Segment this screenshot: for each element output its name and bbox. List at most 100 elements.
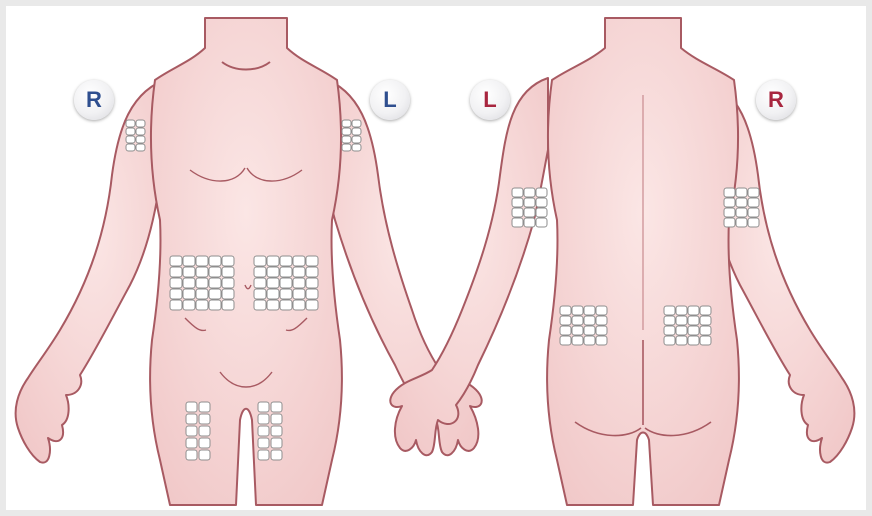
injection-site-cell (170, 300, 182, 310)
back-left-side-label: L (483, 87, 496, 113)
front-right-arm (16, 78, 170, 463)
injection-site-cell (676, 306, 687, 315)
front-abdomen-right-site (170, 256, 234, 310)
injection-site-cell (196, 278, 208, 288)
injection-site-cell (724, 218, 735, 227)
injection-site-cell (222, 300, 234, 310)
injection-site-cell (267, 278, 279, 288)
injection-site-cell (352, 144, 361, 151)
injection-site-cell (560, 336, 571, 345)
injection-site-cell (183, 289, 195, 299)
injection-site-cell (596, 306, 607, 315)
injection-site-cell (724, 208, 735, 217)
injection-site-cell (524, 198, 535, 207)
injection-site-cell (271, 426, 282, 436)
injection-site-cell (736, 208, 747, 217)
injection-site-cell (258, 426, 269, 436)
injection-site-cell (306, 278, 318, 288)
injection-site-cell (199, 426, 210, 436)
injection-site-cell (512, 218, 523, 227)
injection-site-cell (222, 289, 234, 299)
injection-site-cell (186, 450, 197, 460)
injection-site-cell (664, 316, 675, 325)
injection-site-cell (700, 336, 711, 345)
injection-site-cell (170, 267, 182, 277)
injection-site-cell (664, 336, 675, 345)
injection-site-cell (700, 306, 711, 315)
injection-site-cell (183, 278, 195, 288)
injection-site-cell (258, 414, 269, 424)
injection-site-cell (280, 278, 292, 288)
injection-site-cell (271, 438, 282, 448)
injection-site-cell (584, 336, 595, 345)
injection-site-cell (536, 198, 547, 207)
injection-site-cell (271, 402, 282, 412)
injection-site-cell (306, 289, 318, 299)
injection-site-cell (280, 300, 292, 310)
injection-site-cell (512, 198, 523, 207)
injection-site-cell (584, 306, 595, 315)
front-right-side-badge: R (74, 80, 114, 120)
injection-site-cell (688, 326, 699, 335)
injection-site-cell (170, 289, 182, 299)
injection-site-cell (560, 316, 571, 325)
injection-site-cell (126, 120, 135, 127)
injection-site-cell (676, 336, 687, 345)
injection-site-cell (209, 256, 221, 266)
injection-site-cell (136, 120, 145, 127)
injection-site-cell (293, 267, 305, 277)
front-right-side-label: R (86, 87, 102, 113)
injection-site-cell (271, 414, 282, 424)
injection-site-cell (209, 300, 221, 310)
injection-site-cell (536, 208, 547, 217)
injection-site-cell (280, 256, 292, 266)
injection-site-cell (293, 256, 305, 266)
injection-site-cell (170, 256, 182, 266)
injection-site-cell (524, 208, 535, 217)
injection-site-cell (196, 267, 208, 277)
injection-site-cell (293, 289, 305, 299)
injection-site-cell (280, 267, 292, 277)
front-left-side-badge: L (370, 80, 410, 120)
injection-site-cell (512, 188, 523, 197)
injection-site-cell (222, 267, 234, 277)
injection-site-cell (688, 306, 699, 315)
injection-site-cell (342, 144, 351, 151)
injection-site-cell (186, 438, 197, 448)
injection-site-cell (126, 136, 135, 143)
injection-site-cell (183, 256, 195, 266)
injection-site-cell (748, 188, 759, 197)
injection-site-cell (136, 128, 145, 135)
injection-site-cell (267, 267, 279, 277)
injection-site-cell (736, 218, 747, 227)
injection-site-cell (254, 289, 266, 299)
injection-site-cell (342, 128, 351, 135)
injection-site-cell (724, 188, 735, 197)
injection-site-cell (572, 316, 583, 325)
front-abdomen-left-site (254, 256, 318, 310)
injection-site-cell (254, 278, 266, 288)
injection-site-cell (199, 414, 210, 424)
injection-site-cell (186, 426, 197, 436)
injection-site-cell (342, 120, 351, 127)
injection-site-cell (254, 300, 266, 310)
injection-site-cell (688, 336, 699, 345)
injection-site-cell (736, 198, 747, 207)
injection-site-cell (560, 326, 571, 335)
injection-site-cell (736, 188, 747, 197)
injection-site-cell (700, 316, 711, 325)
injection-site-cell (267, 300, 279, 310)
injection-site-cell (280, 289, 292, 299)
front-left-side-label: L (383, 87, 396, 113)
injection-site-cell (748, 198, 759, 207)
injection-site-cell (209, 267, 221, 277)
injection-site-cell (596, 326, 607, 335)
injection-site-cell (258, 450, 269, 460)
injection-site-cell (126, 144, 135, 151)
injection-site-cell (536, 188, 547, 197)
injection-site-cell (572, 326, 583, 335)
injection-site-cell (306, 300, 318, 310)
injection-site-cell (293, 278, 305, 288)
back-left-side-badge: L (470, 80, 510, 120)
